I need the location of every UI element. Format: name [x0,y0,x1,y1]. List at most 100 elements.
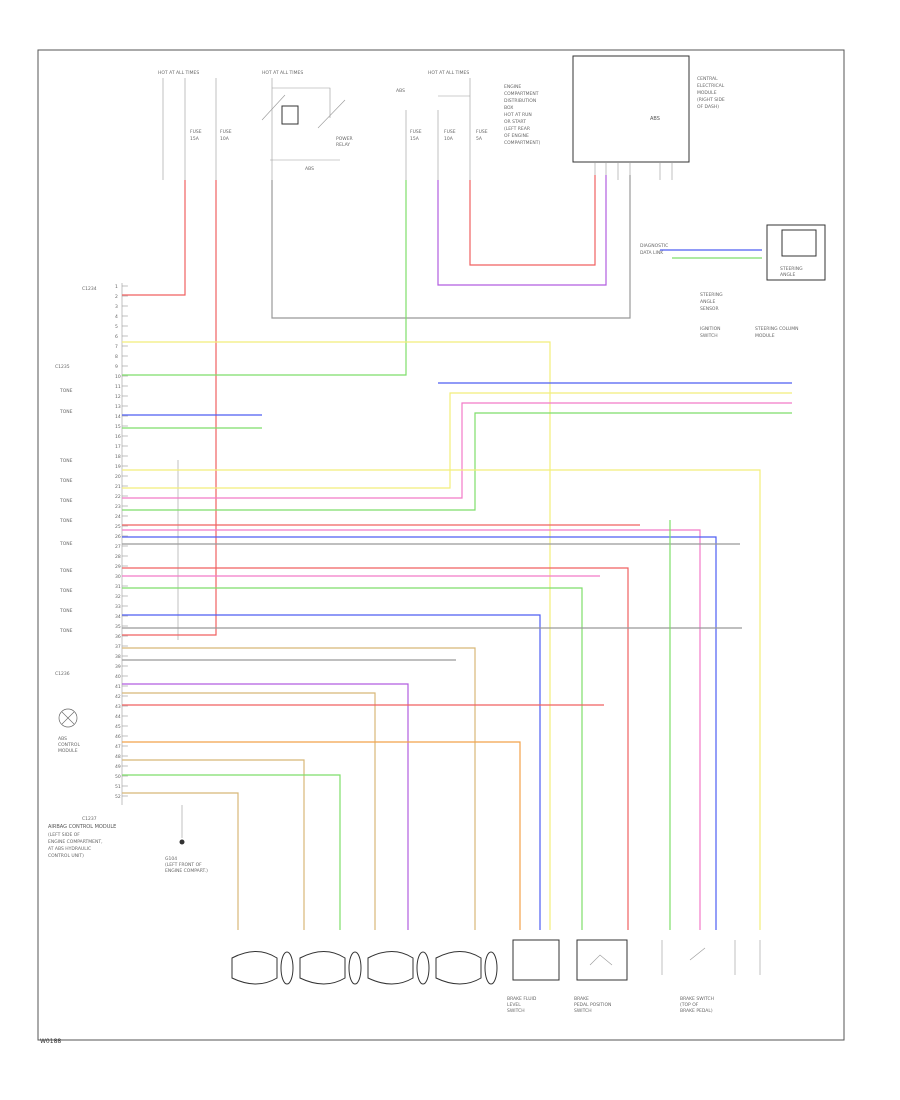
svg-text:SWITCH: SWITCH [700,333,718,339]
svg-text:BRAKE PEDAL): BRAKE PEDAL) [680,1008,713,1014]
svg-text:C1235: C1235 [55,364,70,370]
pin-number: 24 [115,514,121,520]
connector-pin-labels: 1234567891011121314151617181920212223242… [115,284,128,800]
wire-tan-27 [122,692,376,930]
svg-text:TONE: TONE [59,568,73,574]
svg-text:DATA LINK: DATA LINK [640,250,664,256]
abs-module: ABS CENTRAL ELECTRICAL MODULE (RIGHT SID… [572,55,725,180]
wheel-speed-sensor-2 [299,951,362,985]
brake-pedal-position-switch: BRAKE PEDAL POSITION SWITCH [574,939,628,1014]
pin-number: 35 [115,624,121,630]
pin-number: 17 [115,444,121,450]
wire-tan-32 [122,792,239,930]
svg-text:5A: 5A [476,136,483,142]
pin-number: 27 [115,544,121,550]
svg-text:10A: 10A [444,136,454,142]
relay-box [281,105,299,125]
svg-text:HOT AT ALL TIMES: HOT AT ALL TIMES [428,70,469,76]
svg-text:DISTRIBUTION: DISTRIBUTION [504,98,536,104]
svg-text:SWITCH: SWITCH [507,1008,525,1014]
svg-text:CENTRAL: CENTRAL [697,76,718,82]
svg-text:TONE: TONE [59,478,73,484]
pin-number: 46 [115,734,121,740]
abs-control-module-caption: AIRBAG CONTROL MODULE [48,824,116,830]
pin-number: 52 [115,794,121,800]
svg-text:BRAKE SWITCH: BRAKE SWITCH [680,996,714,1002]
wire-red-2 [122,180,217,636]
wheel-speed-sensor-1 [231,951,294,985]
svg-text:(LEFT REAR: (LEFT REAR [504,126,530,132]
pin-number: 3 [115,304,118,310]
svg-text:C1237: C1237 [82,816,97,822]
svg-text:LEVEL: LEVEL [507,1002,521,1008]
svg-text:RELAY: RELAY [336,142,350,148]
svg-text:BOX: BOX [504,105,513,111]
pin-number: 1 [115,284,118,290]
pin-number: 11 [115,384,121,390]
svg-text:C1234: C1234 [82,286,97,292]
abs-control-module-connector: C1234 C1235 C1236 C1237 [55,283,179,822]
svg-text:SWITCH: SWITCH [574,1008,592,1014]
svg-text:15A: 15A [410,136,420,142]
pin-number: 44 [115,714,121,720]
pin-number: 10 [115,374,121,380]
pin-number: 9 [115,364,118,370]
svg-text:FUSE: FUSE [476,129,488,135]
pin-number: 15 [115,424,121,430]
wire-yellow-11 [122,392,792,489]
svg-text:SENSOR: SENSOR [700,306,719,312]
svg-text:CONTROL UNIT): CONTROL UNIT) [48,853,84,859]
svg-text:STEERING: STEERING [780,266,803,272]
wire-green-13 [122,412,792,511]
svg-text:HOT AT RUN: HOT AT RUN [504,112,532,118]
svg-text:POWER: POWER [336,136,353,142]
svg-text:MODULE: MODULE [58,748,78,754]
svg-text:OR START: OR START [504,119,526,125]
wire-blue-22 [122,614,541,930]
svg-text:(RIGHT SIDE: (RIGHT SIDE [697,97,725,103]
svg-text:OF ENGINE: OF ENGINE [504,133,529,139]
pin-number: 4 [115,314,118,320]
pin-number: 2 [115,294,118,300]
wire-gray-3 [271,175,631,319]
svg-text:FUSE: FUSE [220,129,232,135]
svg-text:FUSE: FUSE [444,129,456,135]
pin-number: 34 [115,614,121,620]
wire-pink-16 [122,529,701,930]
svg-text:FUSE: FUSE [190,129,202,135]
pin-number: 21 [115,484,121,490]
pin-number: 32 [115,594,121,600]
pin-number: 42 [115,694,121,700]
pin-number: 30 [115,574,121,580]
pin-number: 6 [115,334,118,340]
svg-text:TONE: TONE [59,409,73,415]
wheel-speed-sensors [231,951,498,985]
fuse-group-left: HOT AT ALL TIMES FUSE 15A FUSE 10A [158,70,232,180]
pin-number: 38 [115,654,121,660]
svg-text:10A: 10A [220,136,230,142]
svg-text:ABS: ABS [396,88,405,94]
pin-number: 50 [115,774,121,780]
svg-text:ABS: ABS [58,736,67,742]
module-caption: AIRBAG CONTROL MODULE (LEFT SIDE OF ENGI… [48,824,116,859]
pin-number: 19 [115,464,121,470]
steering-angle-sensor: STEERING ANGLE DIAGNOSTIC DATA LINK STEE… [640,224,826,339]
svg-text:BRAKE FLUID: BRAKE FLUID [507,996,537,1002]
pin-number: 14 [115,414,121,420]
wheel-speed-sensor-4 [435,951,498,985]
pin-number: 31 [115,584,121,590]
pin-number: 43 [115,704,121,710]
pin-number: 45 [115,724,121,730]
svg-text:TONE: TONE [59,541,73,547]
pin-number: 49 [115,764,121,770]
pin-number: 8 [115,354,118,360]
svg-text:STEERING: STEERING [700,292,723,298]
pin-number: 16 [115,434,121,440]
pin-number: 39 [115,664,121,670]
svg-text:STEERING COLUMN: STEERING COLUMN [755,326,799,332]
ground-symbol: G104 (LEFT FRONT OF ENGINE COMPART.) [165,805,208,874]
wire-green-31 [122,774,341,930]
wire-red-1 [122,180,186,296]
pin-number: 47 [115,744,121,750]
